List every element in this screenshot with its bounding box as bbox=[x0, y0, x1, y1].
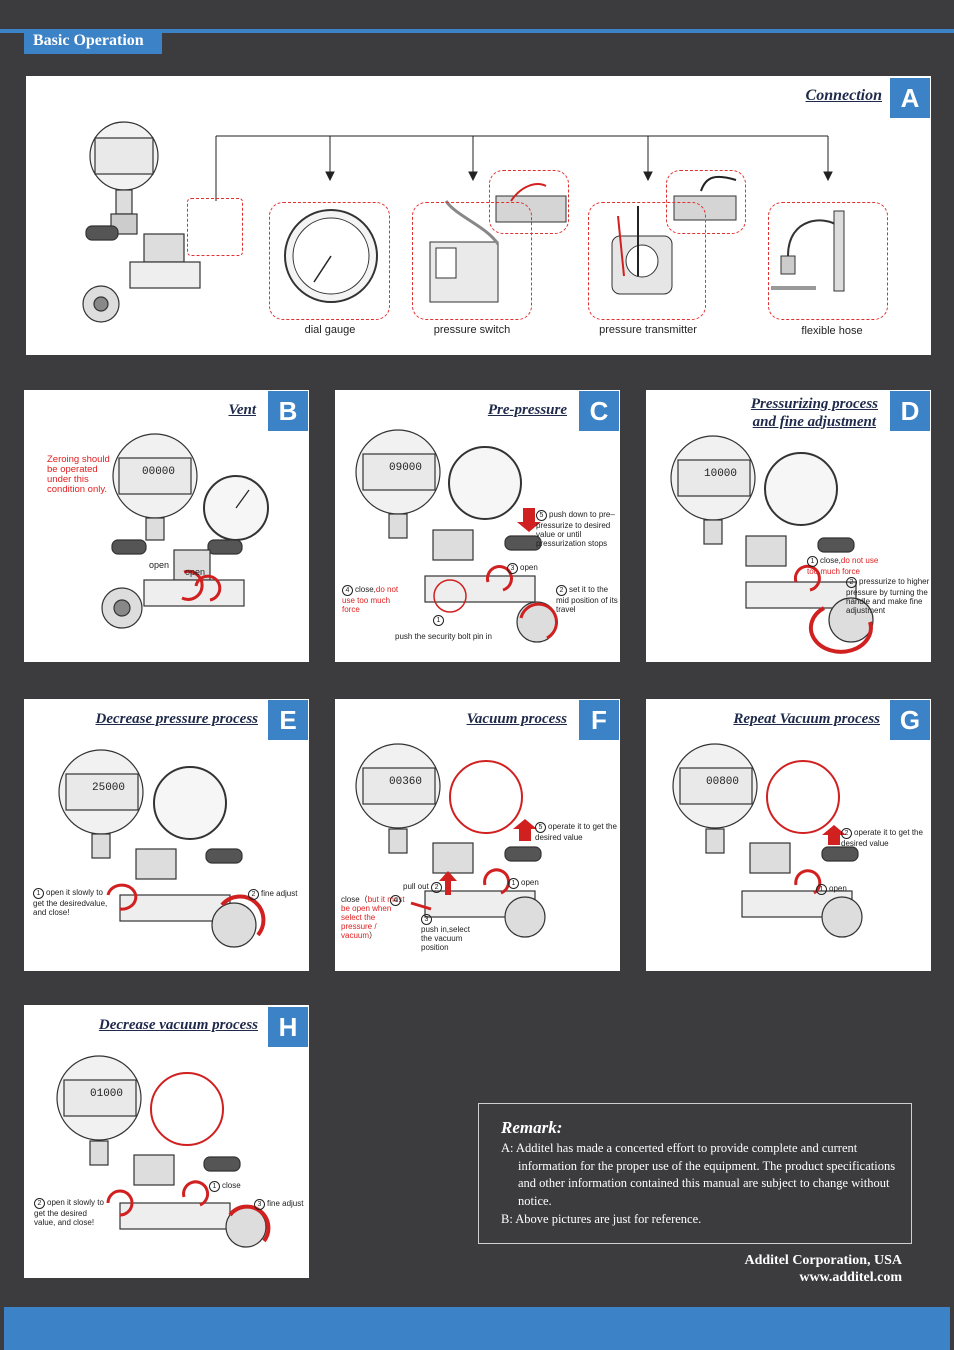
vacuum-step-2: pull out 2 bbox=[403, 882, 444, 893]
panel-title-connection: Connection bbox=[805, 87, 882, 104]
panel-title-vent: Vent bbox=[228, 402, 256, 418]
pressure-switch-box bbox=[412, 202, 532, 320]
company-name: Additel Corporation, USA bbox=[744, 1253, 902, 1268]
decrease-pressure-display-value: 25000 bbox=[92, 782, 126, 794]
pressure-transmitter-label: pressure transmitter bbox=[599, 324, 697, 336]
panel-title-pre-pressure: Pre-pressure bbox=[487, 402, 567, 418]
company-website: www.additel.com bbox=[799, 1270, 902, 1285]
panel-title-pressurizing-1: Pressurizing process bbox=[750, 396, 878, 412]
panel-letter-a: A bbox=[890, 78, 930, 118]
pre-pressure-display-value: 09000 bbox=[389, 462, 423, 474]
pre-pressure-illustration bbox=[355, 429, 558, 643]
dial-gauge-box bbox=[269, 202, 390, 320]
pre-pressure-step-1-marker: 1 bbox=[433, 615, 446, 626]
pressure-switch-label: pressure switch bbox=[433, 324, 511, 336]
flexible-hose-box bbox=[768, 202, 888, 320]
repeat-vacuum-illustration bbox=[672, 743, 863, 938]
panel-letter-e: E bbox=[268, 700, 308, 740]
pressure-transmitter-detail-box bbox=[666, 170, 746, 234]
vent-illustration bbox=[101, 433, 269, 629]
remark-item-b: B: Above pictures are just for reference… bbox=[501, 1212, 702, 1226]
flexible-hose-illustration bbox=[771, 210, 845, 292]
remark-title: Remark: bbox=[501, 1118, 563, 1137]
panel-letter-f: F bbox=[579, 700, 619, 740]
panel-letter-g: G bbox=[890, 700, 930, 740]
panel-title-vacuum: Vacuum process bbox=[466, 711, 567, 727]
bottom-accent-bar bbox=[4, 1307, 950, 1350]
pressure-calibrator-illustration bbox=[82, 121, 201, 323]
panel-vent: 00000 Zeroing should be operated under t… bbox=[24, 390, 309, 662]
pre-pressure-step-1: push the security bolt pin in bbox=[395, 632, 492, 641]
dial-gauge-illustration bbox=[284, 209, 378, 303]
panel-connection: dial gauge pressure switch pressure tran… bbox=[26, 76, 931, 355]
panel-letter-d: D bbox=[890, 391, 930, 431]
vacuum-illustration bbox=[355, 743, 546, 938]
panel-title-decrease-pressure: Decrease pressure process bbox=[95, 711, 258, 727]
flexible-hose-label: flexible hose bbox=[801, 325, 863, 337]
panel-title-pressurizing-2: and fine adjustment bbox=[752, 414, 876, 430]
repeat-vacuum-display-value: 00800 bbox=[706, 776, 740, 788]
remark-item-a: A: Additel has made a concerted effort t… bbox=[501, 1141, 896, 1208]
decrease-vacuum-illustration bbox=[56, 1055, 271, 1248]
connection-port-highlight bbox=[187, 198, 243, 256]
pressure-transmitter-box bbox=[588, 202, 706, 320]
vent-open-label-2: open bbox=[185, 567, 206, 577]
decrease-pressure-illustration bbox=[58, 749, 266, 948]
panel-letter-b: B bbox=[268, 391, 308, 431]
vacuum-display-value: 00360 bbox=[389, 776, 423, 788]
footer-company: Additel Corporation, USA www.additel.com bbox=[744, 1252, 902, 1286]
decrease-vacuum-display-value: 01000 bbox=[90, 1088, 124, 1100]
panel-title-repeat-vacuum: Repeat Vacuum process bbox=[733, 711, 880, 727]
vent-display-value: 00000 bbox=[142, 466, 176, 478]
panel-title-decrease-vacuum: Decrease vacuum process bbox=[98, 1017, 258, 1033]
zeroing-note: Zeroing should be operated under this co… bbox=[47, 454, 110, 495]
pressurizing-display-value: 10000 bbox=[704, 468, 738, 480]
vent-open-label-1: open bbox=[149, 560, 170, 570]
panel-letter-h: H bbox=[268, 1007, 308, 1047]
top-accent-bar bbox=[0, 29, 954, 33]
panel-letter-c: C bbox=[579, 391, 619, 431]
remark-box: Remark: A: Additel has made a concerted … bbox=[478, 1103, 912, 1244]
section-title: Basic Operation bbox=[24, 30, 162, 54]
dial-gauge-label: dial gauge bbox=[304, 324, 356, 336]
vacuum-step-4-marker: 4 bbox=[390, 895, 403, 906]
pressure-switch-detail-box bbox=[489, 170, 569, 234]
vacuum-step-4: close（but it must be open when select th… bbox=[341, 895, 405, 940]
pressurizing-illustration bbox=[670, 435, 874, 654]
